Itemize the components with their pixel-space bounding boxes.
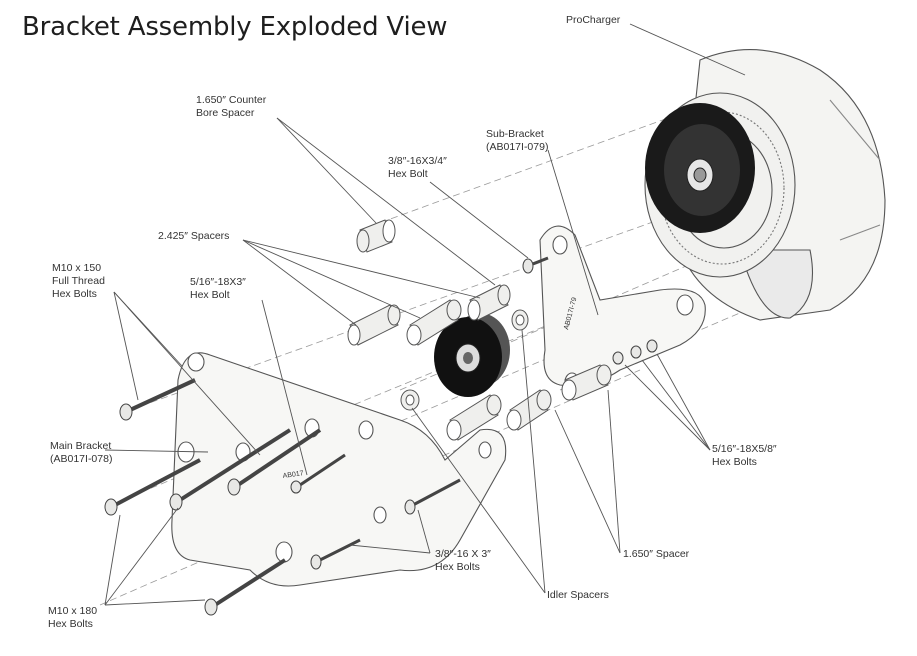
main-bracket [171,352,507,587]
hex-bolt-3-8-16x3 [404,478,461,515]
page-title: Bracket Assembly Exploded View [22,12,448,42]
spacers [347,219,612,441]
m10x150-bolt-d [227,428,322,496]
label-idler-spacers: Idler Spacers [547,589,609,601]
hex-bolts-5-16-18x5-8 [612,339,658,365]
spacer-2425-a [347,304,401,346]
m10x150-bolt-c [169,428,292,511]
label-hex-bolt-3-8-16x3-4: 3/8″-16X3/4″ Hex Bolt [388,155,447,180]
label-hex-bolts-3-8-16x3: 3/8″-16 X 3″ Hex Bolts [435,548,491,573]
label-spacer-1650: 1.650″ Spacer [623,548,690,560]
idler-spacer-washer-b [511,309,529,331]
supercharger-pulley [645,103,755,233]
label-hex-bolts-5-16-18x5-8: 5/16″-18X5/8″ Hex Bolts [712,443,777,468]
leader-lines [104,23,746,606]
label-sub-bracket: Sub-Bracket (AB017I-079) [486,128,549,153]
label-hex-bolt-5-16-18x3: 5/16″-18X3″ Hex Bolt [190,276,246,301]
label-m10x180: M10 x 180 Hex Bolts [48,605,98,630]
label-main-bracket: Main Bracket (AB017I-078) [50,440,113,465]
m10x180-bolt-a [204,558,287,616]
bolts [104,256,658,616]
idler-spacer-washer-a [400,389,420,411]
hex-bolt-5-16-18x3 [290,453,346,494]
spacer-1650-a [446,394,502,441]
label-counter-bore-spacer: 1.650″ Counter Bore Spacer [196,94,267,119]
spacer-2425-b [406,299,462,346]
label-procharger: ProCharger [566,14,621,26]
spacer-2425-c [467,284,511,321]
m10x150-bolt-b [104,458,201,516]
spacer-1650-c [561,364,612,401]
label-spacers-2425: 2.425″ Spacers [158,230,230,242]
label-m10x150: M10 x 150 Full Thread Hex Bolts [52,262,105,300]
hex-bolt-3-8-16x3-4 [522,256,549,274]
m10x150-bolt-a [119,378,196,421]
hex-bolt-3-8-16x3-b [310,538,361,570]
main-bracket-stamp: AB017 [282,470,304,480]
idler-pulley [434,313,510,397]
counter-bore-spacer [356,219,396,253]
